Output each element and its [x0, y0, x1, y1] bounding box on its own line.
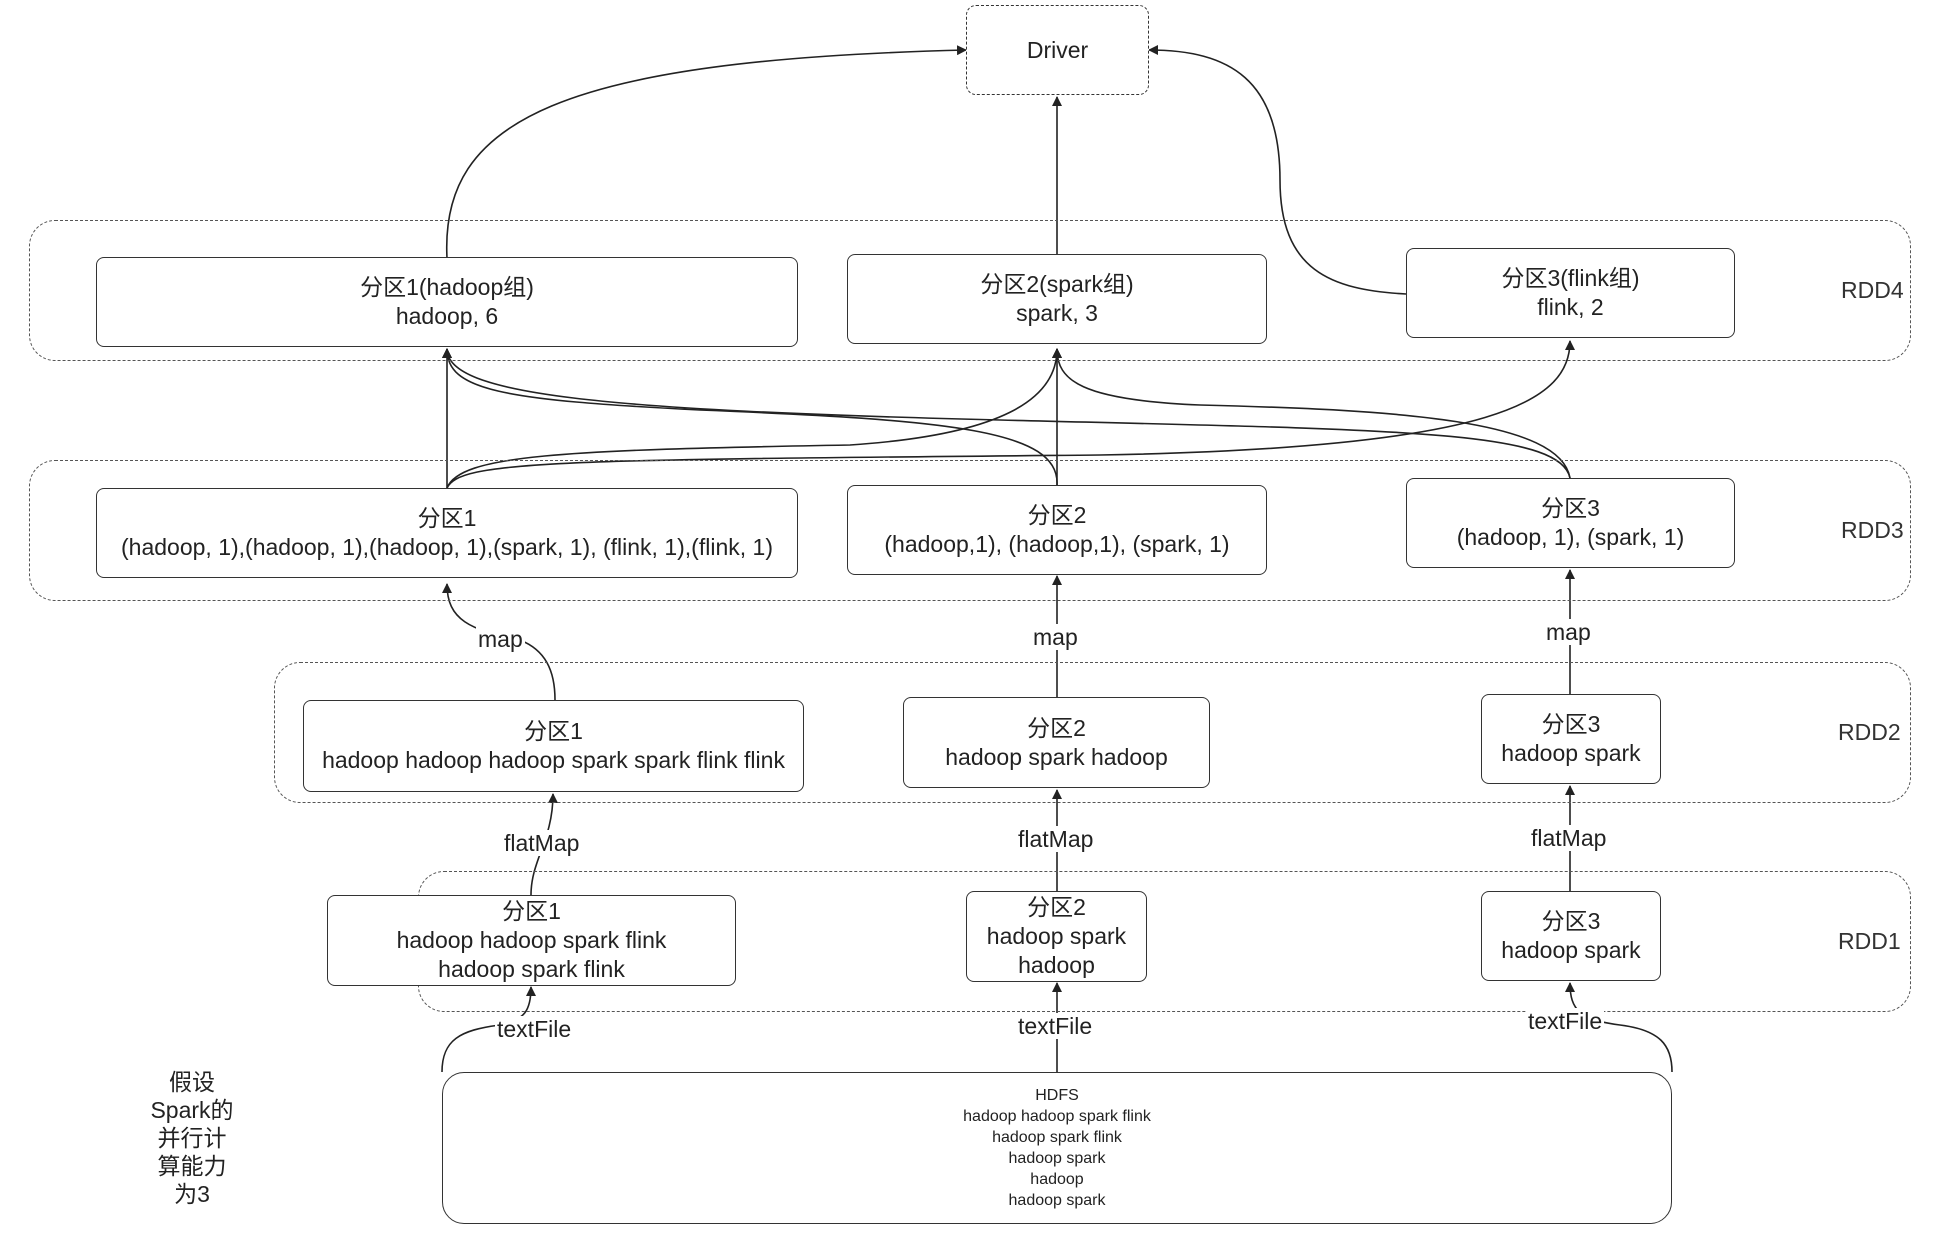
- flatmap-label-3: flatMap: [1529, 825, 1609, 851]
- driver-node: Driver: [966, 5, 1149, 95]
- note-line-4: 算能力: [157, 1153, 227, 1179]
- partition-line-2: hadoop: [1018, 952, 1095, 978]
- map-label-2: map: [1031, 624, 1080, 650]
- textfile-label-3: textFile: [1526, 1008, 1605, 1034]
- lane-rdd4: [29, 220, 1911, 361]
- hdfs-line-2: hadoop spark flink: [992, 1129, 1122, 1146]
- partition-title: 分区2(spark组): [980, 271, 1134, 297]
- parallelism-note: 假设 Spark的 并行计 算能力 为3: [138, 1068, 246, 1208]
- partition-body: hadoop spark hadoop: [945, 743, 1168, 770]
- edge-shuffle-rdd3p3-to-rdd4p2: [1052, 348, 1571, 479]
- hdfs-line-5: hadoop spark: [1008, 1192, 1106, 1209]
- partition-title: 分区1(hadoop组): [360, 274, 534, 300]
- rdd2-partition-3: 分区3 hadoop spark: [1481, 694, 1661, 784]
- hdfs-title: HDFS: [1035, 1087, 1079, 1104]
- partition-title: 分区1: [502, 898, 561, 924]
- rdd1-partition-3: 分区3 hadoop spark: [1481, 891, 1661, 981]
- edge-rdd4-p1-to-driver: [445, 45, 967, 259]
- partition-title: 分区2: [1027, 714, 1086, 741]
- textfile-label-1: textFile: [495, 1016, 574, 1042]
- rdd4-partition-2: 分区2(spark组) spark, 3: [847, 254, 1267, 344]
- rdd1-partition-1: 分区1 hadoop hadoop spark flink hadoop spa…: [327, 895, 736, 986]
- edge-rdd4-p3-to-driver: [1148, 45, 1407, 295]
- hdfs-line-4: hadoop: [1030, 1171, 1084, 1188]
- partition-body: hadoop spark: [1501, 740, 1641, 766]
- partition-title: 分区2: [1027, 894, 1086, 920]
- rdd2-partition-1: 分区1 hadoop hadoop hadoop spark spark fli…: [303, 700, 804, 792]
- textfile-label-2: textFile: [1016, 1013, 1095, 1039]
- partition-body: (hadoop, 1),(hadoop, 1),(hadoop, 1),(spa…: [121, 534, 773, 560]
- partition-line-1: hadoop hadoop spark flink: [396, 927, 667, 953]
- map-label-3: map: [1544, 619, 1593, 645]
- rdd3-partition-2: 分区2 (hadoop,1), (hadoop,1), (spark, 1): [847, 485, 1267, 575]
- edge-shuffle-rdd3p3-to-rdd4p1: [442, 348, 1571, 479]
- edge-shuffle-rdd3p2-to-rdd4p1: [442, 348, 1058, 486]
- rdd3-label: RDD3: [1841, 517, 1904, 543]
- hdfs-line-1: hadoop hadoop spark flink: [963, 1108, 1151, 1125]
- rdd4-label: RDD4: [1841, 277, 1904, 303]
- lane-rdd3: [29, 460, 1911, 601]
- partition-line-2: hadoop spark flink: [438, 956, 625, 982]
- partition-title: 分区3(flink组): [1501, 265, 1640, 291]
- note-line-3: 并行计: [157, 1125, 227, 1151]
- rdd4-partition-1: 分区1(hadoop组) hadoop, 6: [96, 257, 798, 347]
- map-label-1: map: [476, 626, 525, 652]
- rdd2-partition-2: 分区2 hadoop spark hadoop: [903, 697, 1210, 788]
- edge-shuffle-rdd3p1-to-rdd4p2: [446, 348, 1062, 489]
- partition-title: 分区3: [1541, 908, 1601, 934]
- partition-body: flink, 2: [1537, 294, 1604, 320]
- partition-title: 分区3: [1541, 495, 1600, 521]
- partition-title: 分区1: [524, 718, 583, 744]
- edge-textfile-p3: [1565, 982, 1673, 1073]
- flatmap-label-2: flatMap: [1016, 826, 1096, 852]
- note-line-2: Spark的: [150, 1097, 234, 1123]
- rdd2-label: RDD2: [1838, 719, 1901, 745]
- partition-body: hadoop hadoop hadoop spark spark flink f…: [322, 747, 785, 773]
- partition-body: hadoop, 6: [395, 303, 499, 329]
- note-line-1: 假设: [169, 1069, 215, 1095]
- flatmap-label-1: flatMap: [502, 830, 582, 856]
- hdfs-node: HDFS hadoop hadoop spark flink hadoop sp…: [442, 1072, 1672, 1224]
- hdfs-line-3: hadoop spark: [1008, 1150, 1106, 1167]
- rdd4-partition-3: 分区3(flink组) flink, 2: [1406, 248, 1735, 338]
- rdd1-label: RDD1: [1838, 928, 1901, 954]
- partition-body: spark, 3: [1016, 300, 1098, 326]
- driver-label: Driver: [1026, 36, 1089, 63]
- partition-line-1: hadoop spark: [986, 923, 1127, 949]
- edge-shuffle-rdd3p1-to-rdd4p3: [446, 340, 1575, 489]
- partition-title: 分区1: [417, 505, 477, 531]
- partition-body: (hadoop,1), (hadoop,1), (spark, 1): [884, 531, 1230, 557]
- rdd1-partition-2: 分区2 hadoop spark hadoop: [966, 891, 1147, 982]
- partition-body: (hadoop, 1), (spark, 1): [1456, 524, 1685, 550]
- rdd3-partition-3: 分区3 (hadoop, 1), (spark, 1): [1406, 478, 1735, 568]
- partition-title: 分区2: [1027, 502, 1087, 528]
- lane-rdd2: [274, 662, 1911, 803]
- partition-line-1: hadoop spark: [1501, 937, 1641, 963]
- rdd3-partition-1: 分区1 (hadoop, 1),(hadoop, 1),(hadoop, 1),…: [96, 488, 798, 578]
- note-line-5: 为3: [174, 1181, 210, 1207]
- partition-title: 分区3: [1541, 711, 1601, 737]
